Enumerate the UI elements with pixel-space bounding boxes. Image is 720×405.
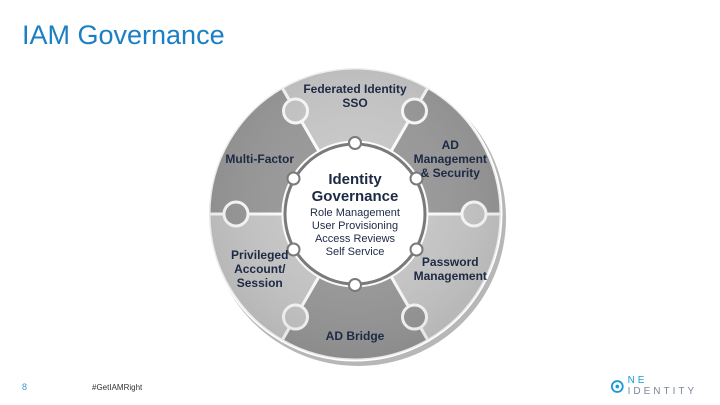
label-multi-factor-line-1: Multi-Factor	[225, 152, 294, 166]
label-ad-mgmt-line-1: AD	[442, 138, 460, 152]
core-title-line-1: Identity	[328, 171, 382, 188]
label-privileged-line-1: Privileged	[231, 248, 288, 262]
label-password-line-2: Management	[414, 269, 487, 283]
core-item-role-management: Role Management	[310, 207, 400, 219]
core-item-self-service: Self Service	[326, 246, 385, 258]
label-privileged-line-2: Account/	[234, 262, 286, 276]
core-connectors	[286, 136, 424, 292]
label-password-line-1: Password	[422, 255, 479, 269]
core-connector-privileged	[286, 242, 301, 257]
label-federated-line-1: Federated Identity	[303, 82, 407, 96]
core-connector-ad-mgmt	[409, 171, 424, 186]
hashtag-footer: #GetIAMRight	[92, 383, 143, 392]
one-identity-logo-mark-icon	[610, 379, 624, 393]
label-privileged-line-3: Session	[237, 276, 283, 290]
label-ad-bridge: AD Bridge	[326, 329, 385, 343]
one-identity-logo: NE IDENTITY	[610, 375, 720, 397]
label-multi-factor: Multi-Factor	[225, 152, 294, 166]
core-connector-federated	[348, 136, 362, 150]
label-ad-mgmt-line-3: & Security	[421, 166, 481, 180]
label-federated-line-2: SSO	[342, 96, 367, 110]
slide-title: IAM Governance	[22, 20, 225, 50]
core-connector-ad-bridge	[348, 278, 362, 292]
label-ad-mgmt-line-2: Management	[414, 152, 487, 166]
one-identity-wordmark: NE IDENTITY	[627, 375, 698, 397]
page-number: 8	[22, 382, 28, 392]
core-item-user-provisioning: User Provisioning	[312, 220, 398, 232]
core-title-line-2: Governance	[312, 188, 399, 205]
core-connector-multi-factor	[286, 171, 301, 186]
core-item-access-reviews: Access Reviews	[315, 233, 396, 245]
core-connector-password	[409, 242, 424, 257]
label-ad-bridge-line-1: AD Bridge	[326, 329, 385, 343]
